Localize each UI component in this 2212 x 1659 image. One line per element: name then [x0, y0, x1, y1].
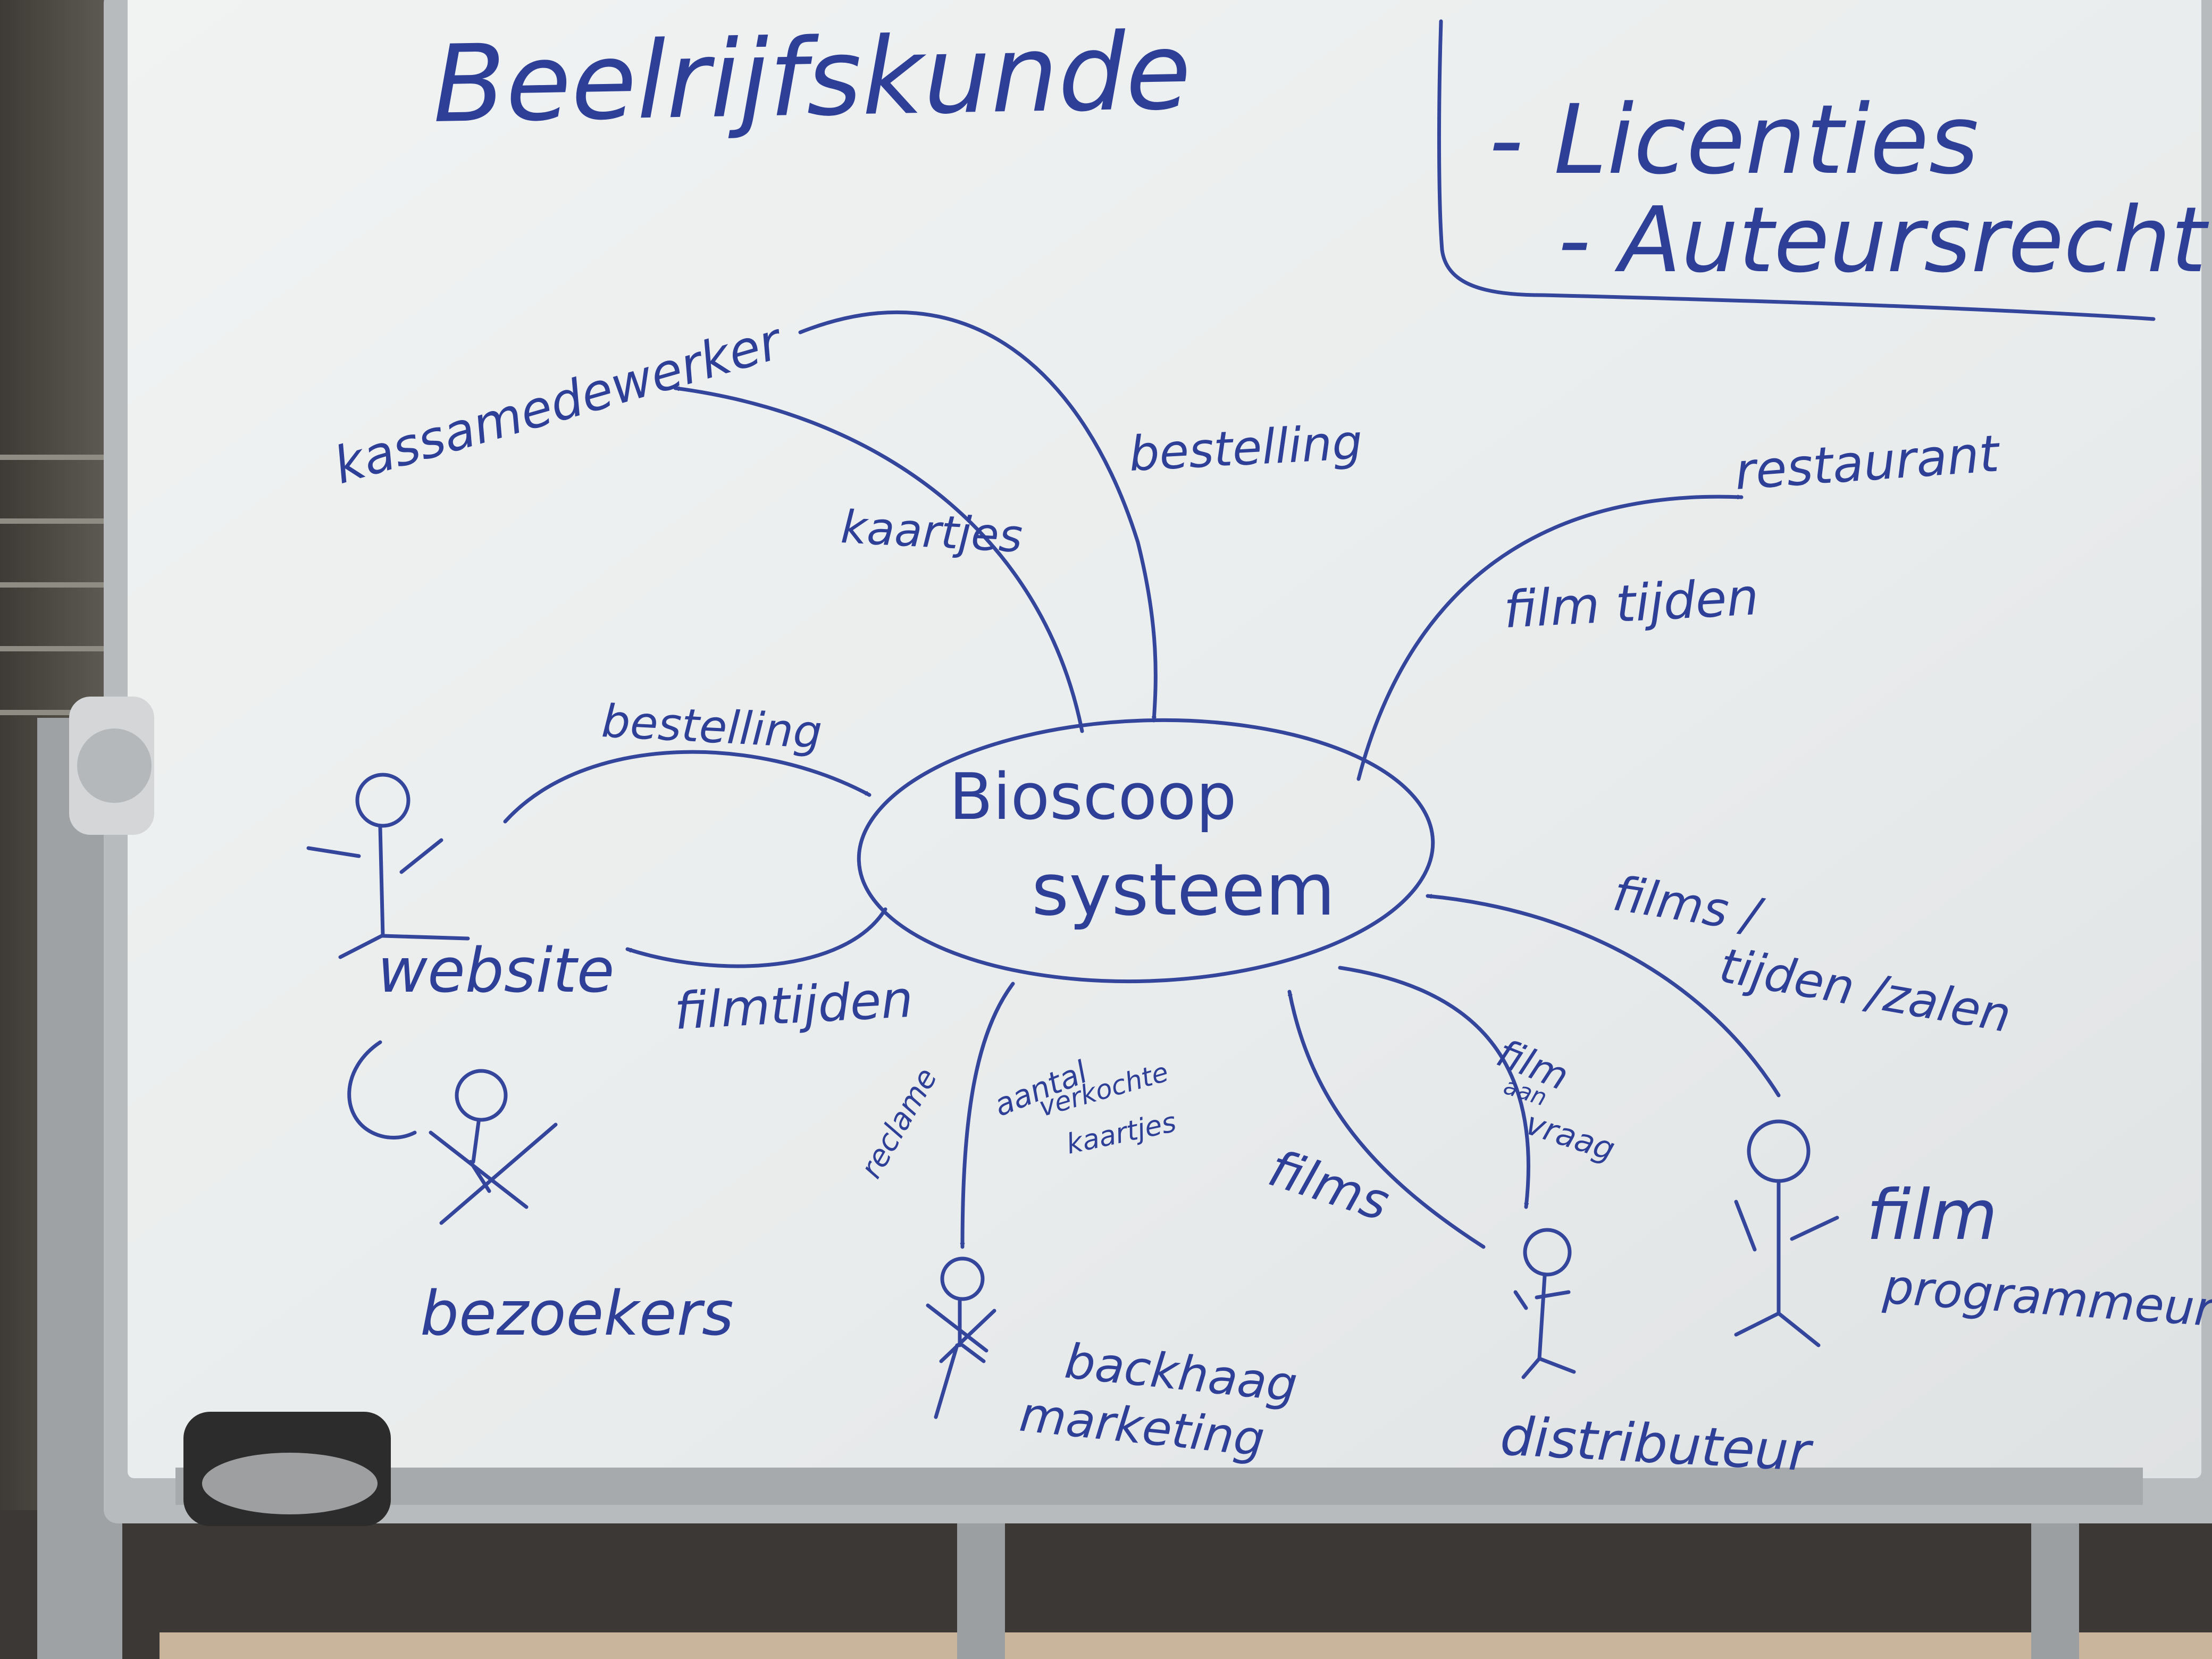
node-bezoekers: bezoekers	[420, 1278, 734, 1350]
flow-label-bestelling-top: bestelling	[1128, 414, 1364, 482]
stand-clamp-icon	[69, 697, 154, 835]
arrow-bestelling-to-system	[798, 310, 1158, 723]
board-title: Beelrijfskunde	[432, 10, 1192, 147]
flow-label-filmtijden-restaurant: film tijden	[1502, 568, 1760, 640]
stick-figure-distributeur-icon	[1513, 1228, 1576, 1379]
stick-figure-filmprogrammeur-icon	[1734, 1119, 1839, 1347]
window-blinds	[0, 455, 122, 715]
marker-tray	[175, 1468, 2143, 1505]
desk-edge	[160, 1632, 2212, 1659]
node-filmprogrammeur-line-1: film	[1866, 1175, 1998, 1255]
stick-figure-bezoekers-icon	[429, 1069, 558, 1225]
arrow-bestelling-website-to-system	[503, 750, 872, 824]
arrow-films-to-system	[1287, 990, 1486, 1249]
whiteboard-surface	[128, 0, 2201, 1478]
stand-leg-mid	[957, 1499, 1005, 1659]
eraser-icon	[183, 1412, 391, 1526]
node-website: website	[378, 935, 615, 1007]
arrow-programmeur-to-system	[1426, 894, 1781, 1097]
arrow-system-to-marketing	[960, 982, 1015, 1249]
arrow-filmtijden-to-website	[625, 907, 887, 968]
central-node-label-line-1: Bioscoop	[949, 760, 1237, 834]
note-auteursrecht: - Auteursrecht	[1558, 188, 2209, 293]
central-node	[857, 718, 1435, 984]
arrow-filmtijden-to-restaurant	[1356, 495, 1744, 781]
connector-website-bezoekers	[347, 1040, 417, 1139]
stick-figure-marketing-icon	[926, 1256, 996, 1419]
flow-label-bestelling-website: bestelling	[600, 695, 823, 759]
stick-figure-website-icon	[306, 773, 470, 959]
arrow-kaartjes-to-kassa	[673, 386, 1084, 733]
notes-box-line	[1437, 19, 2156, 321]
note-licenties: - Licenties	[1489, 85, 1979, 196]
flow-label-kaartjes: kaartjes	[840, 501, 1024, 563]
arrow-system-to-distributeur	[1338, 966, 1530, 1209]
flow-label-filmtijden-website: filmtijden	[673, 970, 914, 1041]
central-node-label-line-2: systeem	[1032, 848, 1335, 932]
